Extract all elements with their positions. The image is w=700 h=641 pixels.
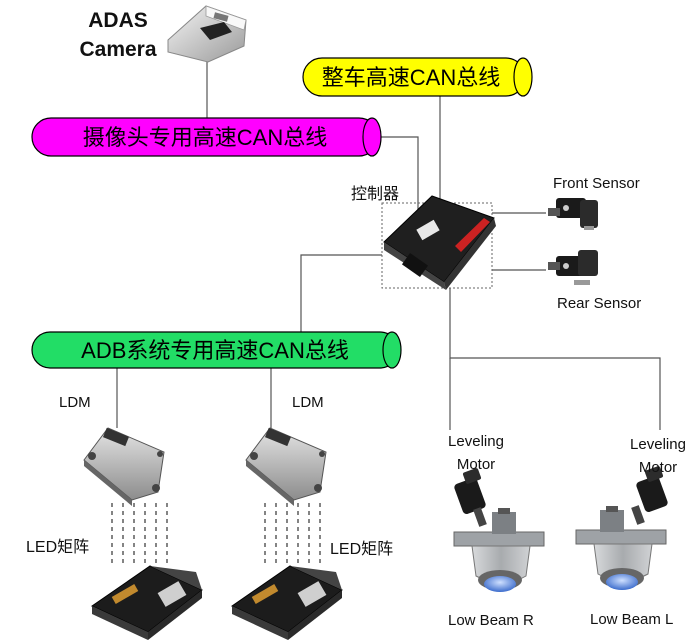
ldm-right-label: LDM xyxy=(292,394,324,411)
adas-camera-label-line2: Camera xyxy=(79,38,157,61)
adas-camera-icon xyxy=(167,5,247,63)
leveling-motor-left-label-line1: Leveling xyxy=(448,433,504,450)
controller-label: 控制器 xyxy=(351,186,400,203)
leveling-motor-right-icon xyxy=(631,466,668,525)
led-matrix-left-label: LED矩阵 xyxy=(26,539,90,556)
vehicle-can-bus-label: 整车高速CAN总线 xyxy=(322,65,500,90)
low-beam-l-icon xyxy=(575,506,667,590)
adas-camera-label: ADAS Camera xyxy=(72,6,164,64)
leveling-motor-left-icon xyxy=(454,468,487,527)
wiring xyxy=(116,62,661,430)
adb-can-bus-label: ADB系统专用高速CAN总线 xyxy=(81,338,349,363)
low-beam-r-label: Low Beam R xyxy=(448,612,534,629)
leveling-motor-left-label-line2: Motor xyxy=(456,456,496,473)
leveling-motor-right-label-line1: Leveling xyxy=(630,436,686,453)
rear-sensor-icon xyxy=(548,250,598,285)
front-sensor-label: Front Sensor xyxy=(553,175,640,192)
led-matrix-right-label: LED矩阵 xyxy=(330,541,394,558)
rear-sensor-label: Rear Sensor xyxy=(557,295,642,312)
led-matrix-left-icon xyxy=(90,565,203,640)
led-connections xyxy=(111,503,321,566)
camera-can-bus-label: 摄像头专用高速CAN总线 xyxy=(83,125,327,150)
leveling-motor-right-label-line2: Motor xyxy=(638,459,678,476)
low-beam-l-label: Low Beam L xyxy=(590,611,674,628)
ldm-left-icon xyxy=(83,427,165,506)
front-sensor-icon xyxy=(548,198,598,230)
camera-can-bus: 摄像头专用高速CAN总线 xyxy=(31,117,382,157)
ldm-left-label: LDM xyxy=(59,394,91,411)
leveling-motor-left-label: Leveling Motor xyxy=(436,430,516,476)
adb-can-bus: ADB系统专用高速CAN总线 xyxy=(31,331,402,369)
ldm-right-icon xyxy=(245,427,327,506)
low-beam-r-icon xyxy=(453,508,545,592)
adb-can-bus-end xyxy=(382,331,402,369)
led-matrix-right-icon xyxy=(230,565,343,640)
vehicle-can-bus-end xyxy=(513,57,533,97)
controller-icon xyxy=(381,195,496,290)
adas-camera-label-line1: ADAS xyxy=(88,9,148,32)
vehicle-can-bus: 整车高速CAN总线 xyxy=(302,57,533,97)
camera-can-bus-end xyxy=(362,117,382,157)
leveling-motor-right-label: Leveling Motor xyxy=(618,433,698,479)
